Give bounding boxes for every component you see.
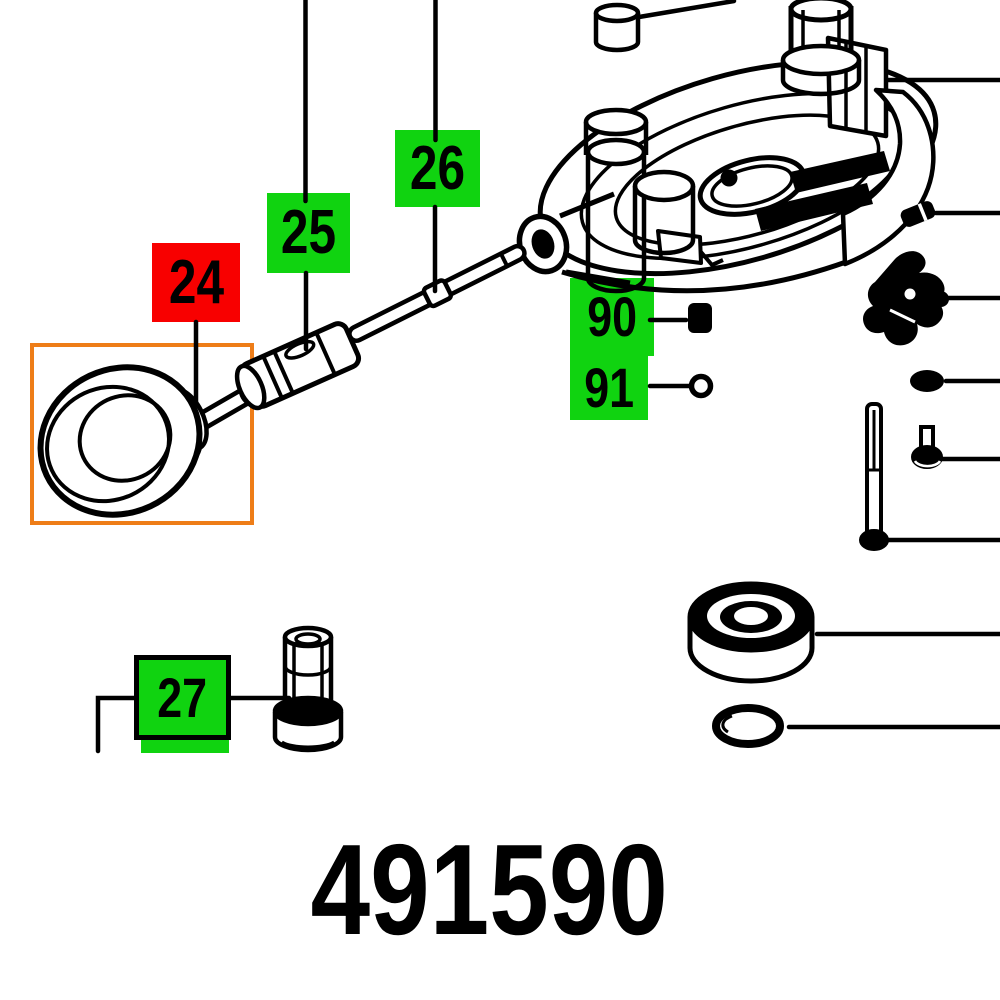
leader-27-left <box>95 695 139 754</box>
callout-27-number: 27 <box>157 665 208 729</box>
callout-90-number: 90 <box>587 285 637 348</box>
part-callout-24[interactable]: 24 <box>152 243 240 322</box>
label-box-25-fill <box>267 193 350 273</box>
part-number: 491590 <box>310 818 668 962</box>
callout-boxes <box>134 130 654 753</box>
grub-pin-drawing <box>688 303 712 333</box>
part-callout-26[interactable]: 26 <box>395 130 480 207</box>
part-callout-91[interactable]: 91 <box>570 356 648 420</box>
lock-bolt-drawing <box>272 625 344 753</box>
cylindrical-pin-drawing <box>900 201 936 227</box>
label-box-91-fill <box>570 356 648 420</box>
o-ring-drawing <box>712 704 784 748</box>
part-callout-90[interactable]: 90 <box>570 278 654 356</box>
label-box-26-fill <box>395 130 480 207</box>
set-screw-drawing <box>911 425 943 469</box>
steel-ball-drawing <box>910 370 944 392</box>
ring-pin-drawing <box>688 373 714 399</box>
long-pin-drawing <box>859 402 889 551</box>
spring-clip-drawing <box>863 251 949 346</box>
callout-24-number: 24 <box>168 247 224 317</box>
label-box-27-shadow <box>141 740 229 753</box>
part-callout-25[interactable]: 25 <box>267 193 350 273</box>
leader-cylinder <box>636 0 737 20</box>
part-callout-27[interactable]: 27 <box>134 655 231 740</box>
ball-bearing-drawing <box>687 581 815 684</box>
label-box-24-fill <box>152 243 240 322</box>
rotary-knob-drawing <box>37 364 260 518</box>
callout-25-number: 25 <box>280 198 337 267</box>
callout-91-number: 91 <box>584 356 634 419</box>
adapter-sleeve-drawing <box>234 321 362 411</box>
callout-26-number: 26 <box>409 133 466 203</box>
router-base-casting-drawing <box>516 0 939 294</box>
selection-outline <box>30 343 254 525</box>
leader-lines <box>95 0 1000 754</box>
